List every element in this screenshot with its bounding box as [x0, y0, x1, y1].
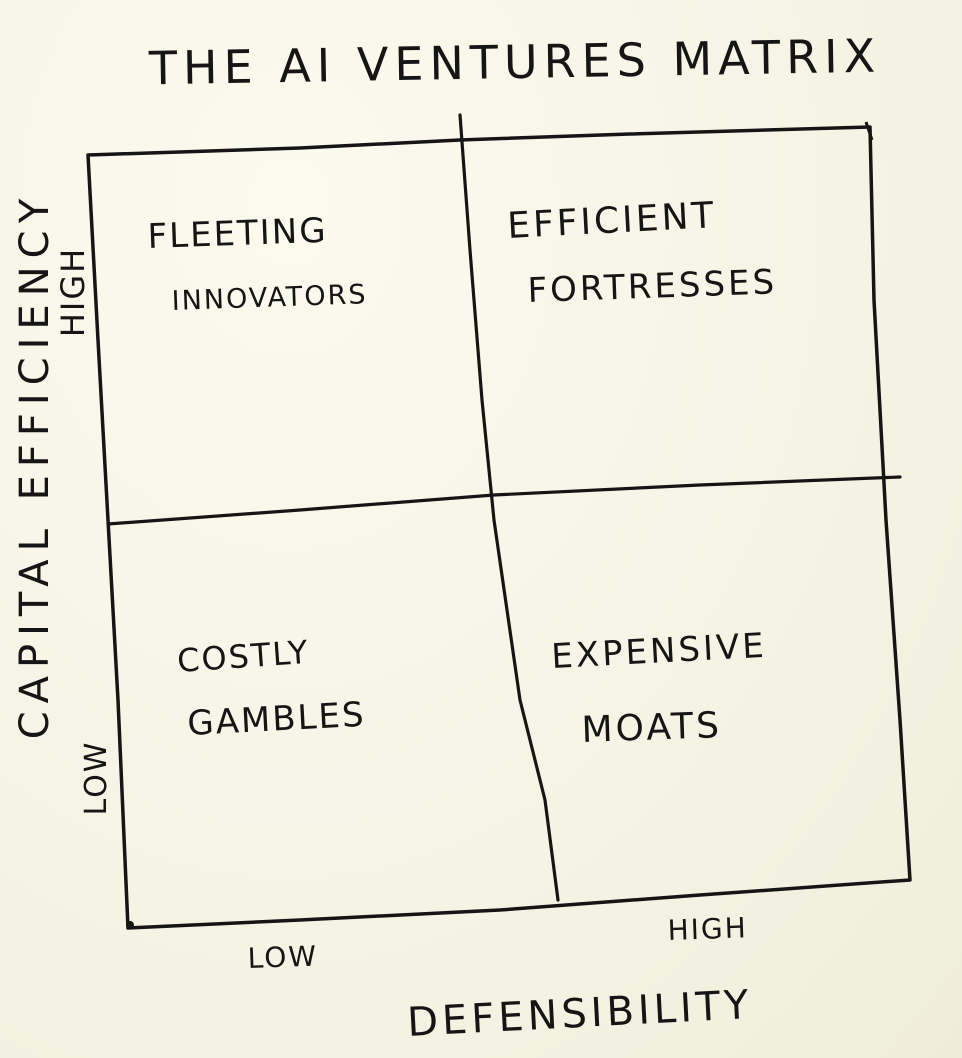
quadrant-bottom-left-line-1: COSTLY	[176, 633, 311, 680]
matrix-title: THE AI VENTURES MATRIX	[147, 29, 881, 96]
y-axis-high-label: HIGH	[54, 247, 92, 337]
quadrant-top-right: EFFICIENT FORTRESSES	[506, 195, 777, 311]
matrix-frame	[86, 125, 912, 930]
quadrant-top-right-line-2: FORTRESSES	[527, 262, 778, 311]
quadrant-bottom-left: COSTLY GAMBLES	[176, 633, 367, 744]
quadrant-bottom-right: EXPENSIVE MOATS	[550, 626, 767, 751]
y-axis-label: CAPITAL EFFICIENCY	[12, 191, 58, 740]
quadrant-bottom-left-line-2: GAMBLES	[186, 695, 366, 744]
quadrant-top-left-line-2: INNOVATORS	[171, 279, 368, 317]
x-axis-high-label: HIGH	[667, 911, 748, 947]
quadrant-top-left: FLEETING INNOVATORS	[147, 211, 368, 317]
x-axis-label: DEFENSIBILITY	[406, 982, 754, 1046]
quadrant-bottom-right-line-2: MOATS	[581, 705, 723, 751]
horizontal-divider	[106, 475, 902, 526]
y-axis-low-label: LOW	[79, 741, 114, 816]
quadrant-top-left-line-1: FLEETING	[147, 211, 328, 257]
vertical-divider	[458, 113, 560, 902]
corner-ink-dot	[126, 921, 134, 929]
x-axis-low-label: LOW	[247, 940, 318, 975]
quadrant-top-right-line-1: EFFICIENT	[506, 195, 717, 247]
quadrant-bottom-right-line-1: EXPENSIVE	[550, 626, 767, 677]
